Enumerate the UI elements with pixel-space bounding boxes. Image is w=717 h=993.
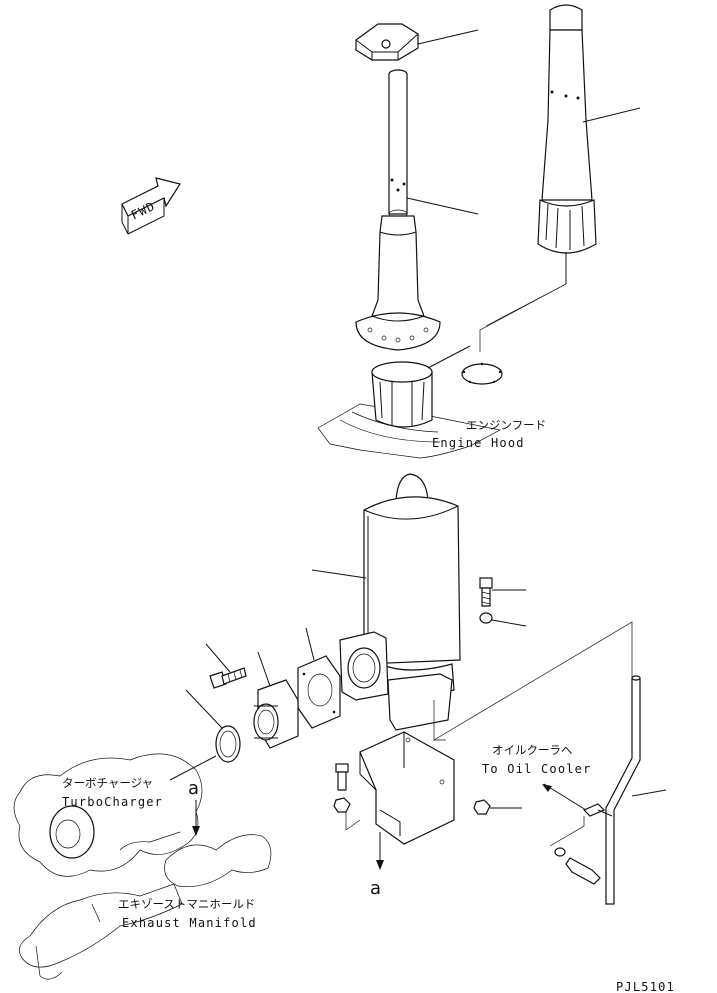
ref-a-bottom-label: a — [370, 878, 381, 899]
fwd-arrow: FWD — [121, 177, 181, 235]
tail-pipe-extension — [479, 4, 641, 352]
drawing-code: PJL5101 — [616, 980, 675, 993]
turbocharger: ターボチャージャ TurboCharger — [13, 753, 217, 877]
oil-cooler-label-en: To Oil Cooler — [482, 762, 592, 776]
bracket-bolt-nut — [333, 763, 522, 815]
ring-gasket — [185, 689, 241, 763]
engine-hood-label-jp: エンジンフード — [466, 418, 546, 432]
manifold-label-jp: エキゾーストマニホールド — [118, 897, 255, 911]
ref-a-top-label: a — [188, 778, 199, 799]
square-gasket — [297, 627, 341, 729]
turbocharger-label-jp: ターボチャージャ — [62, 776, 153, 790]
hood-sleeve: エンジンフード Engine Hood — [317, 345, 546, 459]
gasket-ring — [461, 362, 503, 385]
exhaust-manifold: エキゾーストマニホールド Exhaust Manifold — [19, 834, 272, 980]
reference-a-top: a — [188, 778, 200, 836]
oil-cooler-label-jp: オイルクーラへ — [492, 743, 573, 757]
flange-bolt — [205, 643, 247, 689]
pipe-adapter-flange — [253, 651, 299, 749]
exhaust-stack-pipe — [355, 69, 479, 351]
oil-cooler-pipe: オイルクーラへ To Oil Cooler — [482, 675, 667, 905]
manifold-label-en: Exhaust Manifold — [122, 916, 257, 930]
bolt-washer-set — [479, 577, 527, 627]
reference-a-bottom: a — [370, 832, 384, 899]
muffler — [311, 473, 461, 731]
engine-hood-label-en: Engine Hood — [432, 436, 525, 450]
mounting-bracket — [345, 621, 633, 845]
turbocharger-label-en: TurboCharger — [62, 795, 163, 809]
rain-cap — [355, 23, 479, 61]
